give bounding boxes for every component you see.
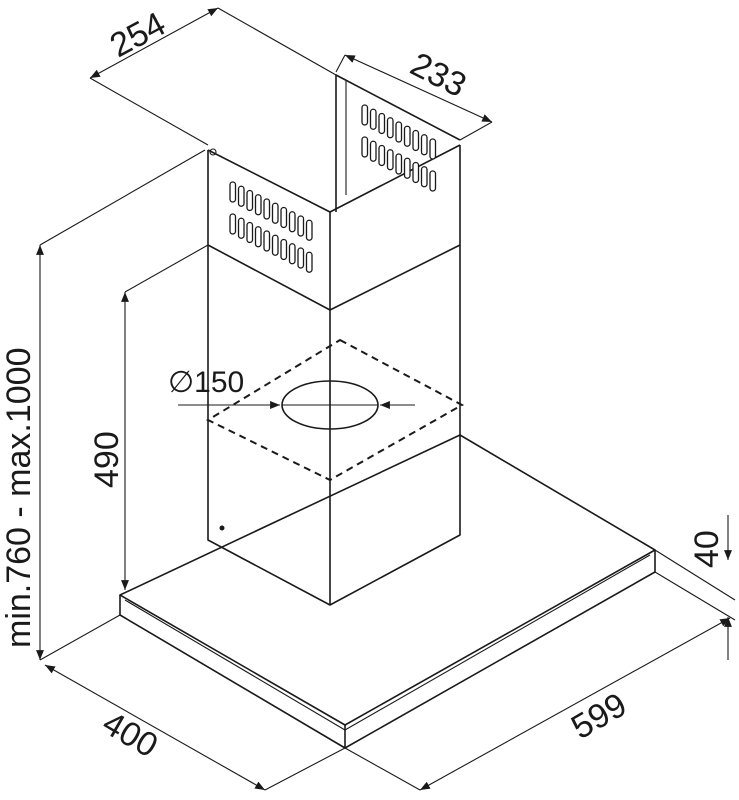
vent-slot xyxy=(237,217,245,239)
vent-slot xyxy=(378,144,386,167)
vent-slot xyxy=(237,185,245,207)
dim-40-label: 40 xyxy=(688,530,726,568)
canopy xyxy=(119,434,656,749)
vent-slot xyxy=(246,221,254,244)
vent-slot xyxy=(429,138,437,160)
vent-slot xyxy=(288,211,296,233)
dim-diameter-label: ∅150 xyxy=(168,366,244,399)
lower-chimney xyxy=(207,245,461,606)
vent-slot xyxy=(429,170,437,192)
vent-slots xyxy=(229,104,437,273)
vent-slot xyxy=(420,134,428,156)
vent-slot xyxy=(395,121,403,143)
vent-slot xyxy=(369,108,377,130)
vent-slot xyxy=(403,157,411,179)
vent-slot xyxy=(280,238,288,261)
vent-slot xyxy=(288,243,296,265)
vent-slot xyxy=(271,202,279,224)
vent-slot xyxy=(280,206,288,229)
vent-slot xyxy=(403,125,411,147)
outlet xyxy=(178,338,465,482)
vent-slot xyxy=(297,215,305,237)
vent-slot xyxy=(386,149,394,171)
vent-slot xyxy=(361,104,369,126)
vent-slot xyxy=(229,181,237,203)
dimension-lines xyxy=(36,7,736,791)
vent-slot xyxy=(254,194,262,216)
vent-slot xyxy=(246,189,254,212)
dim-400-label: 400 xyxy=(96,704,164,765)
vent-slot xyxy=(420,166,428,188)
vent-slot xyxy=(412,129,420,152)
dim-254-label: 254 xyxy=(104,5,172,65)
dim-233-label: 233 xyxy=(404,45,472,105)
vent-slot xyxy=(263,198,271,220)
dim-total-height-label: min.760 - max.1000 xyxy=(0,348,38,649)
vent-slot xyxy=(305,219,313,241)
vent-slot xyxy=(378,112,386,135)
vent-slot xyxy=(254,226,262,248)
vent-slot xyxy=(386,117,394,139)
vent-slot xyxy=(229,213,237,235)
dim-599-label: 599 xyxy=(565,686,633,747)
vent-slot xyxy=(305,251,313,273)
upper-chimney xyxy=(207,74,461,311)
dim-490-label: 490 xyxy=(88,431,126,488)
vent-slot xyxy=(297,247,305,269)
vent-slot xyxy=(395,153,403,175)
vent-slot xyxy=(271,234,279,256)
vent-slot xyxy=(361,136,369,158)
vent-slot xyxy=(263,230,271,252)
vent-slot xyxy=(412,161,420,184)
vent-slot xyxy=(369,140,377,162)
